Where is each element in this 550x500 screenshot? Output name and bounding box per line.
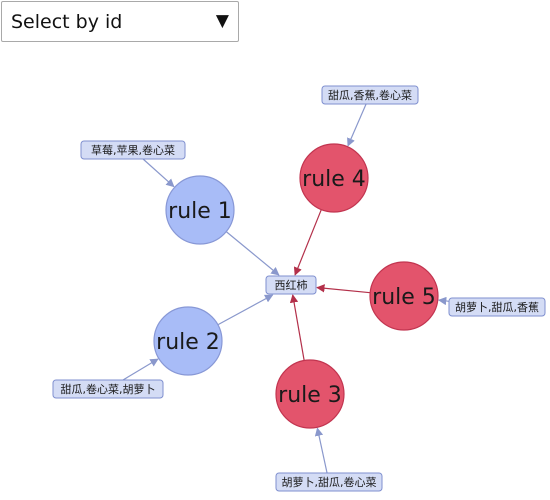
edge-rule2-to-center bbox=[217, 294, 274, 326]
select-by-id-dropdown[interactable]: Select by id ▼ bbox=[1, 1, 239, 42]
item-set-rule3: 胡萝卜,甜瓜,卷心菜 bbox=[275, 472, 383, 492]
rule-node-rule5[interactable]: rule 5 bbox=[369, 261, 439, 331]
edge-rule5-to-center bbox=[316, 284, 371, 294]
rule-node-rule2[interactable]: rule 2 bbox=[153, 306, 223, 376]
edge-items-to-rule5 bbox=[437, 296, 450, 306]
item-set-rule2-box bbox=[52, 379, 164, 399]
edge-items-to-rule1 bbox=[142, 158, 175, 188]
center-item-box bbox=[265, 275, 317, 295]
item-set-rule2-text: 甜瓜,卷心菜,胡萝卜 bbox=[61, 382, 156, 396]
item-set-rule3-text: 胡萝卜,甜瓜,卷心菜 bbox=[282, 475, 377, 489]
rule-node-rule4[interactable]: rule 4 bbox=[299, 143, 369, 213]
rule-circle-rule4[interactable] bbox=[299, 143, 369, 213]
item-set-rule3-box bbox=[275, 472, 383, 492]
select-label: Select by id bbox=[11, 11, 123, 33]
edge-rule4-to-center bbox=[293, 209, 322, 276]
edge-items-to-rule4 bbox=[347, 103, 367, 147]
edge-items-to-rule3 bbox=[314, 427, 328, 474]
center-item: 西红柿 bbox=[265, 275, 317, 295]
item-set-rule4: 甜瓜,香蕉,卷心菜 bbox=[321, 85, 419, 105]
item-set-rule1-text: 草莓,苹果,卷心菜 bbox=[91, 143, 175, 157]
edge-items-to-rule2 bbox=[122, 358, 159, 381]
item-set-rule5-box bbox=[448, 297, 546, 317]
rule-circle-rule1[interactable] bbox=[165, 175, 235, 245]
rule-node-rule3[interactable]: rule 3 bbox=[275, 359, 345, 429]
rule-circle-rule2[interactable] bbox=[153, 306, 223, 376]
edge-rule3-to-center bbox=[289, 294, 305, 361]
item-set-rule2: 甜瓜,卷心菜,胡萝卜 bbox=[52, 379, 164, 399]
rule-label-rule1: rule 1 bbox=[168, 199, 232, 224]
item-set-rule4-box bbox=[321, 85, 419, 105]
item-set-rule1: 草莓,苹果,卷心菜 bbox=[80, 140, 186, 160]
item-set-rule1-box bbox=[80, 140, 186, 160]
rule-label-rule2: rule 2 bbox=[156, 330, 220, 355]
rule-node-rule1[interactable]: rule 1 bbox=[165, 175, 235, 245]
item-set-rule4-text: 甜瓜,香蕉,卷心菜 bbox=[328, 88, 412, 102]
rule-circle-rule5[interactable] bbox=[369, 261, 439, 331]
item-set-rule5-text: 胡萝卜,甜瓜,香蕉 bbox=[455, 300, 539, 314]
rule-label-rule5: rule 5 bbox=[372, 285, 436, 310]
chevron-down-icon: ▼ bbox=[215, 11, 229, 31]
item-set-rule5: 胡萝卜,甜瓜,香蕉 bbox=[448, 297, 546, 317]
rule-circle-rule3[interactable] bbox=[275, 359, 345, 429]
rule-label-rule4: rule 4 bbox=[302, 167, 366, 192]
center-item-text: 西红柿 bbox=[275, 278, 308, 292]
edge-rule1-to-center bbox=[225, 231, 280, 276]
rule-label-rule3: rule 3 bbox=[278, 383, 342, 408]
